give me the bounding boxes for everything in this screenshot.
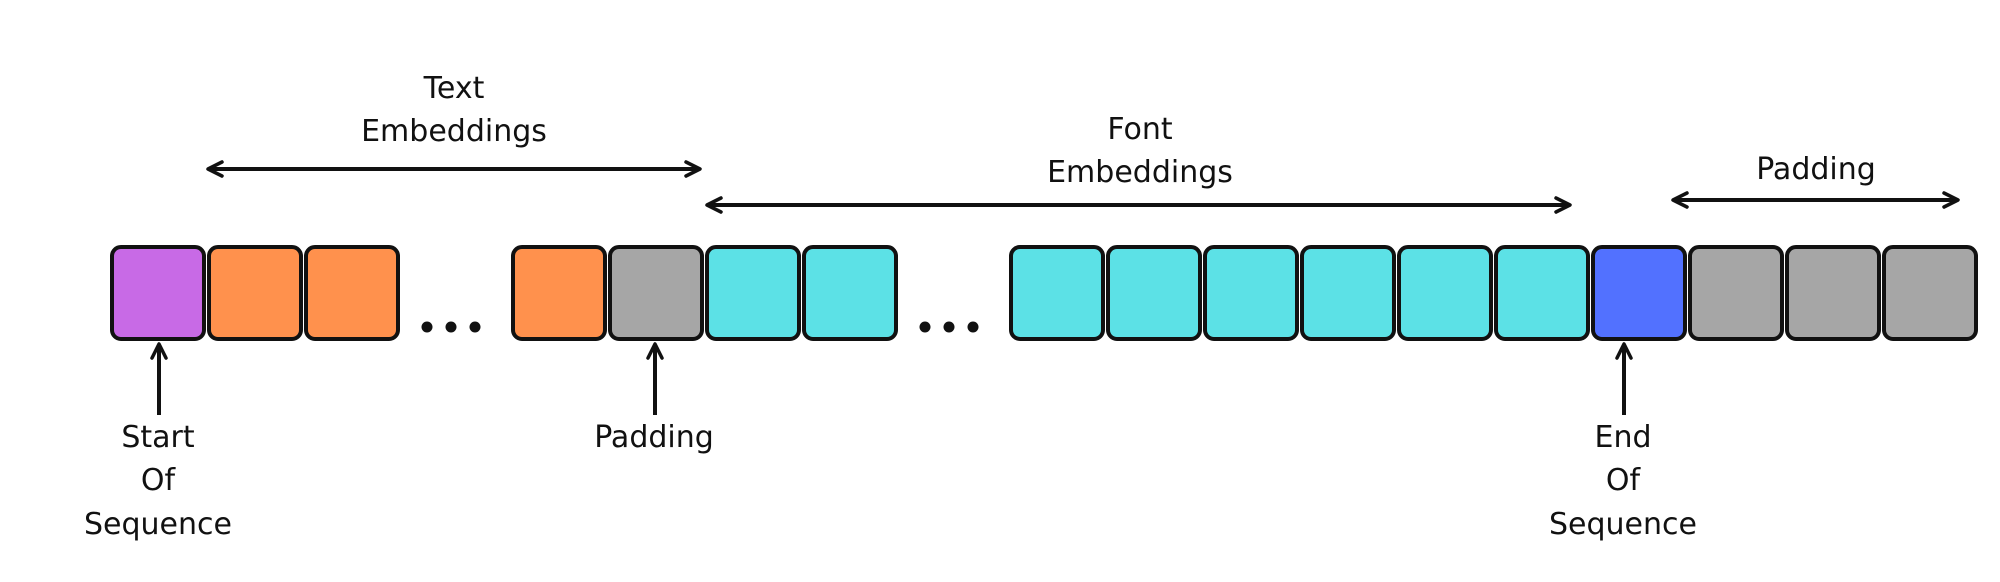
- padding-span-label: Padding: [1756, 152, 1876, 187]
- ellipsis-dot: [445, 321, 457, 333]
- padding-token: [1785, 245, 1881, 341]
- padding-token: [1688, 245, 1784, 341]
- end-label-line2: Of: [1606, 463, 1642, 498]
- font-token: [1494, 245, 1590, 341]
- text-embeddings-span: Text Embeddings: [206, 71, 702, 178]
- end-of-sequence-pointer: End Of Sequence: [1549, 342, 1697, 542]
- end-label-line3: Sequence: [1549, 507, 1697, 542]
- ellipsis-dot: [943, 321, 955, 333]
- ellipsis-dot: [919, 321, 931, 333]
- start-token: [110, 245, 206, 341]
- padding-token: [1882, 245, 1978, 341]
- font-token: [1300, 245, 1396, 341]
- text-token: [207, 245, 303, 341]
- ellipsis-dot: [967, 321, 979, 333]
- padding-pointer: Padding: [594, 342, 714, 455]
- end-token: [1591, 245, 1687, 341]
- ellipsis: [919, 321, 979, 333]
- ellipsis-dot: [421, 321, 433, 333]
- start-label-line2: Of: [141, 463, 177, 498]
- font-token: [1009, 245, 1105, 341]
- start-of-sequence-pointer: Start Of Sequence: [84, 342, 232, 542]
- font-token: [705, 245, 801, 341]
- font-embeddings-span: Font Embeddings: [705, 112, 1572, 214]
- text-embeddings-label-line2: Embeddings: [361, 114, 547, 149]
- ellipsis: [421, 321, 481, 333]
- ellipsis-dot: [469, 321, 481, 333]
- text-token: [511, 245, 607, 341]
- start-label-line1: Start: [121, 420, 195, 455]
- padding-token: [608, 245, 704, 341]
- token-row: [110, 245, 1978, 341]
- end-label-line1: End: [1594, 420, 1651, 455]
- font-token: [1397, 245, 1493, 341]
- font-token: [1106, 245, 1202, 341]
- padding-pointer-label: Padding: [594, 420, 714, 455]
- start-label-line3: Sequence: [84, 507, 232, 542]
- text-embeddings-label-line1: Text: [423, 71, 485, 106]
- text-token: [304, 245, 400, 341]
- padding-span: Padding: [1671, 152, 1960, 209]
- font-token: [802, 245, 898, 341]
- font-embeddings-label-line2: Embeddings: [1047, 155, 1233, 190]
- font-embeddings-label-line1: Font: [1107, 112, 1173, 147]
- font-token: [1203, 245, 1299, 341]
